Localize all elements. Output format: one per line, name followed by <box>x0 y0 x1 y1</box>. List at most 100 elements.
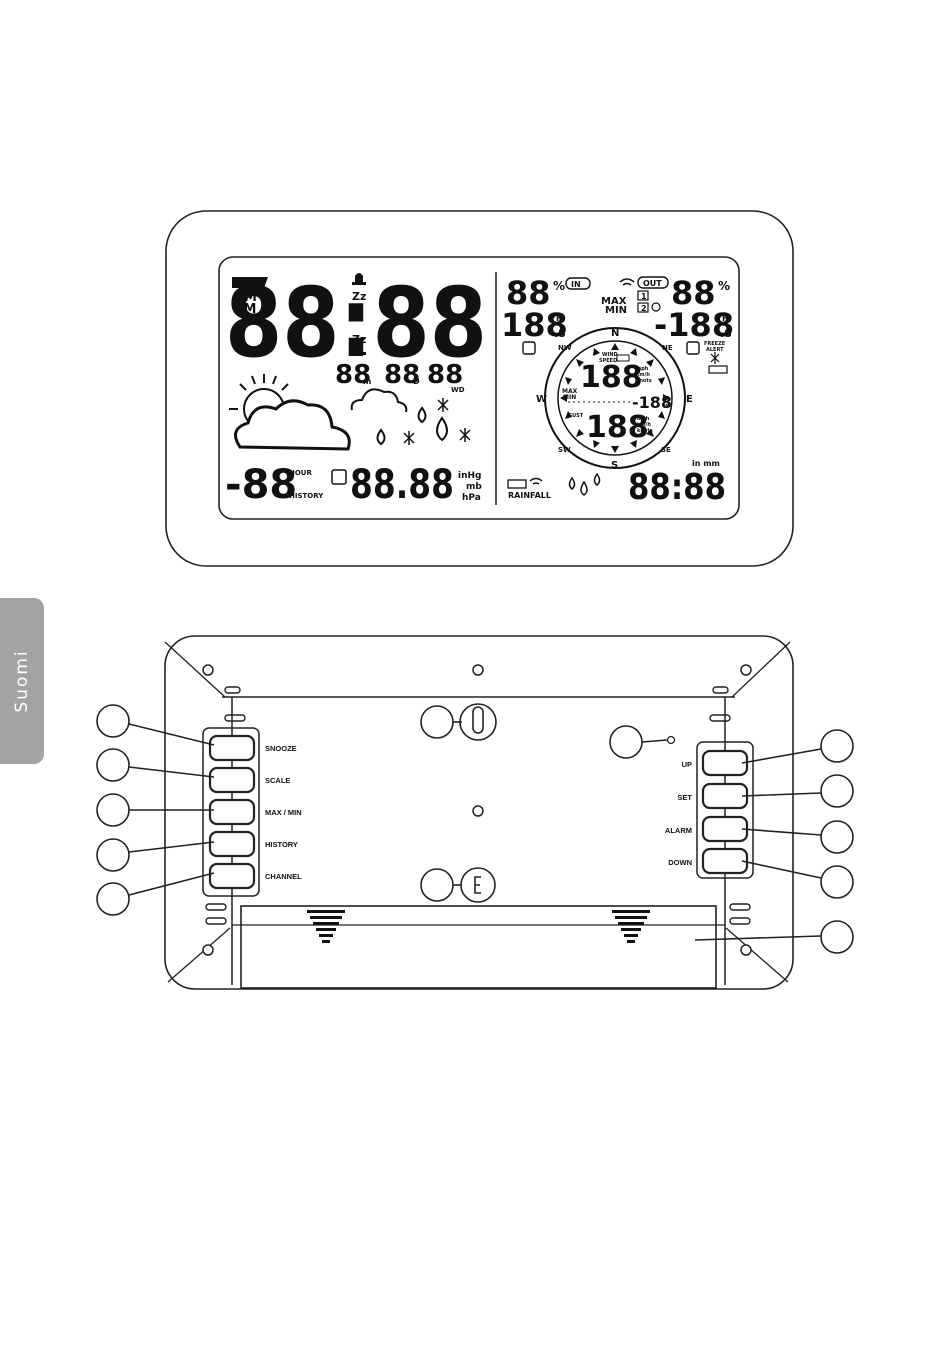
compass-w: W <box>536 394 547 405</box>
alarm-button-label: ALARM <box>665 826 692 835</box>
date-block: 88 m 88 D 88 WD <box>335 360 465 394</box>
wind-min: MIN <box>563 394 576 401</box>
channel-2: 2 <box>641 304 647 313</box>
pm-label: PM <box>234 302 256 317</box>
snooze-button[interactable] <box>208 734 256 762</box>
alert-label: ALERT <box>706 347 724 353</box>
pressure-value: 88.88 <box>350 462 454 508</box>
pressure-signal-icon <box>331 469 347 485</box>
scale-button[interactable] <box>208 766 256 794</box>
clock-time: 88:88 <box>225 267 487 379</box>
freeze-label: FREEZE <box>704 341 726 347</box>
clock-block: AM PM 88:88 Zz Zz <box>225 267 487 379</box>
channel-2-box <box>637 302 649 313</box>
wind-label-2: SPEED <box>599 358 617 364</box>
rain-label: RAINFALL <box>508 491 551 500</box>
snooze-label-1: Zz <box>352 290 366 303</box>
front-device: AM PM 88:88 Zz Zz 88 m 88 D 88 WD <box>165 210 794 567</box>
wall-mount-circle <box>459 703 497 741</box>
scale-button-label: SCALE <box>265 776 290 785</box>
forecast-icons <box>229 374 471 451</box>
am-label: AM <box>234 290 257 305</box>
small-cloud-icon <box>350 388 408 413</box>
wind-compass: N S E W NW NE SW SE WIND SPEED 188 mph k… <box>536 327 693 471</box>
pressure-unit-inhg: inHg <box>458 471 481 481</box>
channel-button[interactable] <box>208 862 256 890</box>
compass-e: E <box>686 394 693 405</box>
leader-lines <box>128 721 822 941</box>
date-weekday: 88 <box>427 360 463 390</box>
indoor-badge <box>565 277 591 290</box>
rain-wifi-icon <box>529 477 543 485</box>
clock-marker <box>232 277 268 288</box>
pressure-hour-label: HOUR <box>289 469 312 477</box>
compass-arrows <box>560 343 670 453</box>
outdoor-pct: % <box>718 279 730 293</box>
max-min-button[interactable] <box>208 798 256 826</box>
callout-right-1 <box>820 729 854 763</box>
date-month-unit: D <box>413 377 420 386</box>
down-button-label: DOWN <box>668 858 692 867</box>
pressure-trend: -88 <box>225 462 297 508</box>
keyhole-icon <box>472 706 484 734</box>
compass-s: S <box>611 460 618 471</box>
compass-inner-ring <box>557 340 673 456</box>
set-button[interactable] <box>701 782 749 810</box>
callout-left-3 <box>96 793 130 827</box>
gust-unit-kmh: km/h <box>637 422 651 428</box>
compass-nw: NW <box>558 344 572 352</box>
outdoor-signal-icon <box>686 341 700 355</box>
wind-label-1: WIND <box>602 352 618 358</box>
up-button[interactable] <box>701 749 749 777</box>
compass-se: SE <box>661 446 671 454</box>
indoor-signal-icon <box>522 341 536 355</box>
outdoor-max: MAX <box>601 296 627 307</box>
callout-right-2 <box>820 774 854 808</box>
outdoor-wifi-icon <box>619 278 635 286</box>
gust-unit-mph: mph <box>637 416 650 422</box>
indoor-block: 88 % IN 188 °F .8 <box>501 274 591 355</box>
indoor-temp: 188 <box>501 306 568 344</box>
date-weekday-sub: WD <box>451 386 465 394</box>
callout-left-2 <box>96 748 130 782</box>
rain-battery-icon <box>507 479 527 489</box>
vent-slots <box>205 686 751 925</box>
back-panel: SNOOZE SCALE MAX / MIN HISTORY CHANNEL U… <box>96 635 854 990</box>
gust-unit-knots: knots <box>637 428 653 434</box>
left-button-frame <box>202 727 260 897</box>
alarm-button[interactable] <box>701 815 749 843</box>
gust-speed: 188 <box>586 410 649 445</box>
wind-battery-icon <box>616 354 630 362</box>
wind-chill: -188 <box>632 393 672 412</box>
callout-left-5 <box>96 882 130 916</box>
outdoor-block: OUT 88 % MAX MIN 1 2 -188 °F .8 FREEZE A… <box>601 274 734 374</box>
outdoor-temp: -188 <box>654 306 734 344</box>
wind-chill-dec: .8 <box>663 403 669 410</box>
pressure-unit-hpa: hPa <box>462 493 481 503</box>
wind-max: MAX <box>562 388 578 395</box>
freeze-snowflake-icon <box>710 352 720 364</box>
callout-left-4 <box>96 838 130 872</box>
down-button[interactable] <box>701 847 749 875</box>
lcd-screen <box>218 256 740 520</box>
set-button-label: SET <box>677 793 692 802</box>
usb-icon <box>474 876 481 894</box>
callout-left-1 <box>96 704 130 738</box>
compass-sw: SW <box>558 446 571 454</box>
outdoor-battery-icon <box>708 365 728 374</box>
indoor-badge-label: IN <box>571 280 581 289</box>
callouts <box>96 704 854 954</box>
date-day: 88 <box>335 360 371 390</box>
snooze-label-2: Zz <box>352 333 366 346</box>
channel-1: 1 <box>641 292 647 301</box>
compass-n: N <box>611 328 619 339</box>
callout-wall-mount <box>420 705 454 739</box>
screw-holes <box>202 664 752 956</box>
indoor-decimal: .8 <box>554 327 566 340</box>
battery-door <box>240 905 717 989</box>
wind-unit-mph: mph <box>636 366 649 372</box>
rain-value: 88:88 <box>628 467 726 508</box>
history-button[interactable] <box>208 830 256 858</box>
indoor-pct: % <box>553 279 565 293</box>
gust-label: GUST <box>568 413 584 419</box>
